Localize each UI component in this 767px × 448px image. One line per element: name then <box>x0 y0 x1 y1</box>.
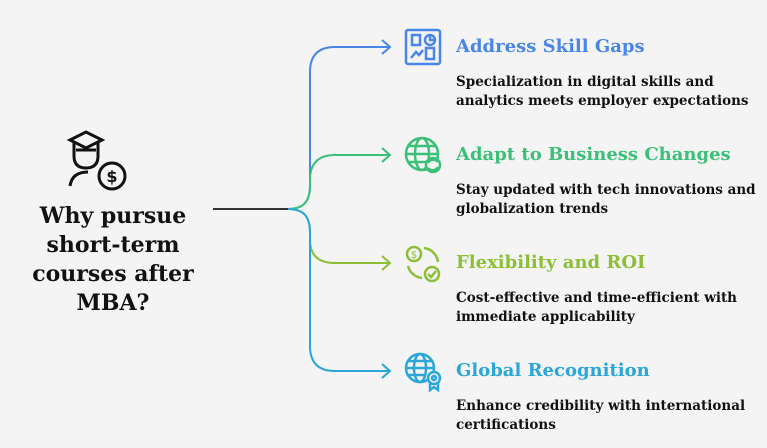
item-title-2: Adapt to Business Changes <box>456 144 731 165</box>
main-title: Why pursue short-term courses after MBA? <box>32 203 194 316</box>
money-cycle-check-icon: $ <box>405 245 441 283</box>
item-desc-2: Stay updated with tech innovations and g… <box>456 182 756 217</box>
item-desc-1: Specialization in digital skills and ana… <box>456 74 749 109</box>
branch-1 <box>287 39 392 210</box>
svg-text:$: $ <box>411 250 417 261</box>
item-title-1: Address Skill Gaps <box>456 36 645 57</box>
branch-2 <box>287 147 392 210</box>
item-desc-4: Enhance credibility with international c… <box>456 398 746 433</box>
item-desc-3: Cost-effective and time-efficient with i… <box>456 290 737 325</box>
svg-text:$: $ <box>106 167 117 186</box>
globe-certificate-icon <box>404 352 442 392</box>
item-title-4: Global Recognition <box>456 360 650 381</box>
branch-3 <box>287 208 392 271</box>
dashboard-icon <box>404 28 442 66</box>
item-title-3: Flexibility and ROI <box>456 252 646 273</box>
graduate-money-icon: $ <box>66 130 127 191</box>
branch-4 <box>287 208 392 379</box>
globe-refresh-icon <box>404 136 442 174</box>
